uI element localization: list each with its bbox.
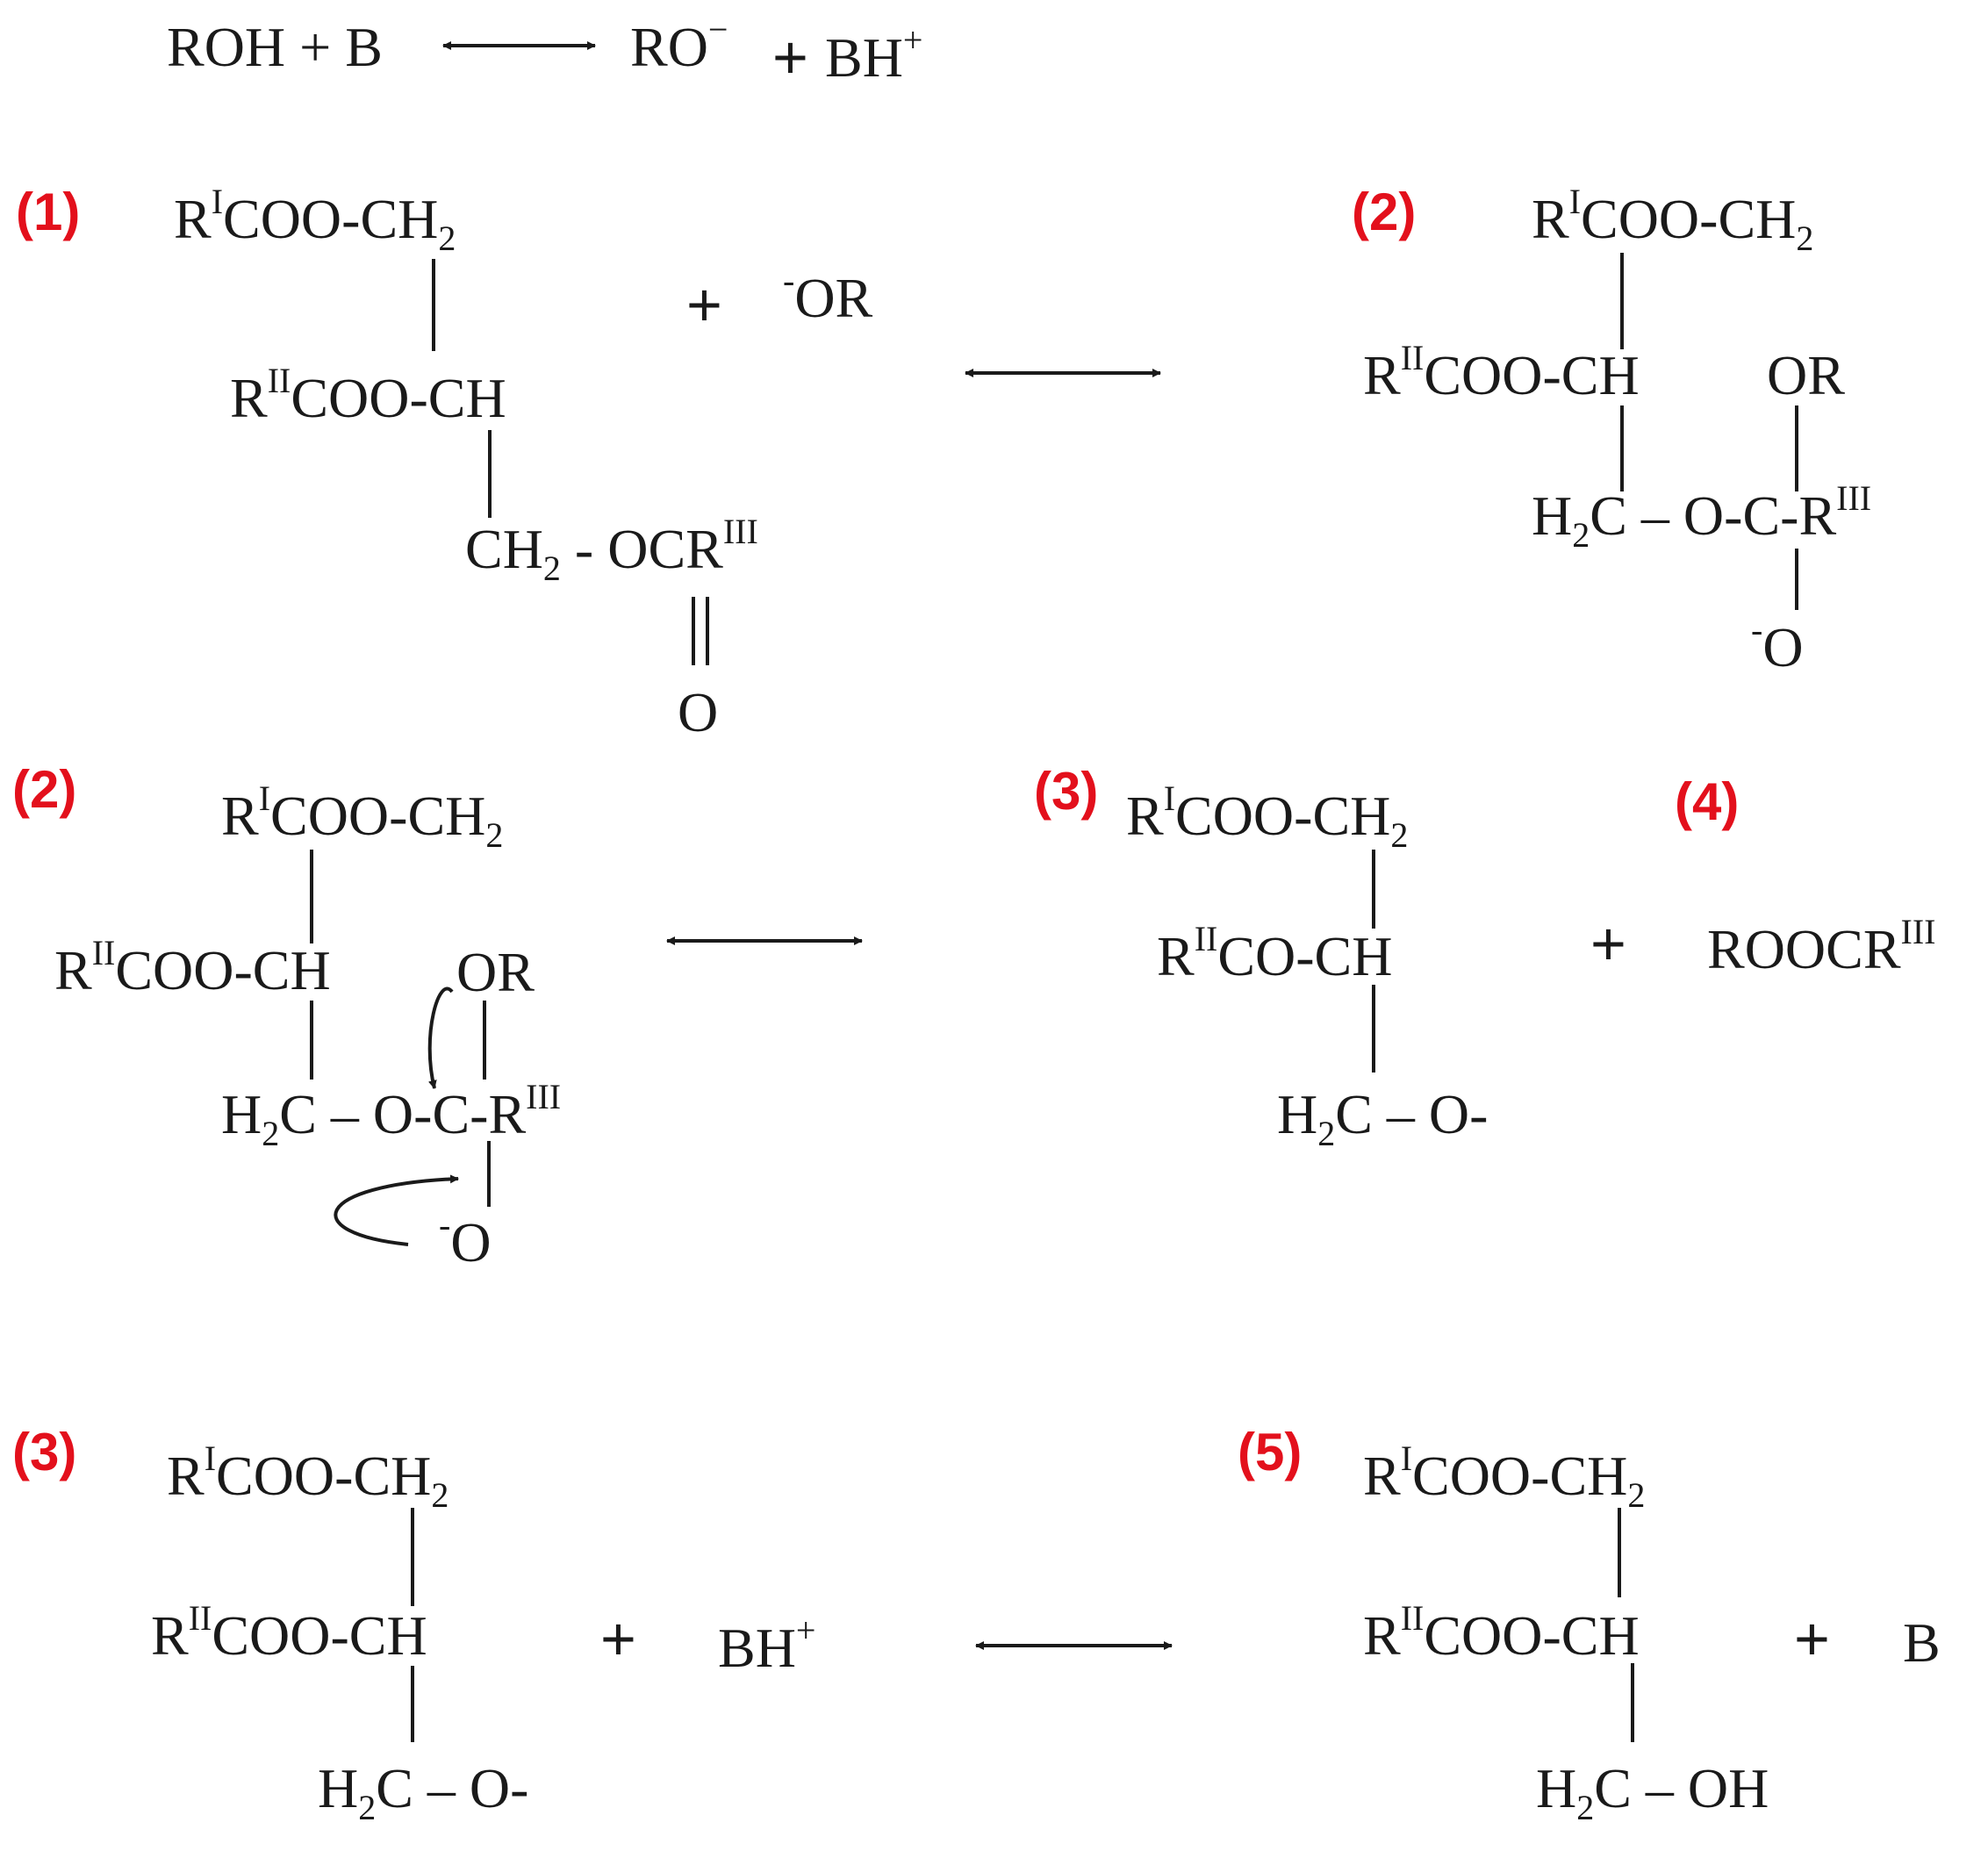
s2a-line3: H2C – O-C-RIII bbox=[1532, 478, 1872, 555]
label-2-top: (2) bbox=[1352, 183, 1417, 241]
s2a-oxide: -O bbox=[1751, 610, 1804, 678]
label-3-bottom: (3) bbox=[12, 1423, 77, 1481]
s2a-line2: RIICOO-CH bbox=[1363, 338, 1640, 406]
header-reactants: ROH + B bbox=[167, 16, 383, 78]
s1-carbonyl-o: O bbox=[678, 681, 719, 743]
s3b-line3: H2C – O- bbox=[318, 1757, 529, 1827]
label-4: (4) bbox=[1675, 772, 1740, 831]
s1-line3: CH2 - OCRIII bbox=[465, 512, 758, 588]
s3a-line3: H2C – O- bbox=[1277, 1083, 1489, 1153]
label-3-middle: (3) bbox=[1034, 762, 1099, 821]
label-1: (1) bbox=[16, 183, 81, 241]
curved-arrow bbox=[427, 986, 454, 1089]
s3a-line2: RIICO-CH bbox=[1157, 919, 1393, 987]
s2b-line3: H2C – O-C-RIII bbox=[221, 1077, 562, 1153]
s2a-line1: RICOO-CH2 bbox=[1532, 182, 1814, 258]
s3a-line1: RICOO-CH2 bbox=[1126, 778, 1409, 855]
header-alkoxide: RO− bbox=[630, 10, 728, 78]
s3b-line1: RICOO-CH2 bbox=[167, 1438, 449, 1515]
s1-line2: RIICOO-CH bbox=[230, 361, 506, 429]
s3b-plus: + bbox=[600, 1604, 636, 1673]
label-2-middle: (2) bbox=[12, 760, 77, 819]
s4-ester: ROOCRIII bbox=[1707, 912, 1936, 980]
s1-alkoxide: -OR bbox=[783, 261, 873, 329]
s5-base: B bbox=[1903, 1611, 1941, 1674]
s2a-or: OR bbox=[1767, 344, 1845, 406]
s2b-or: OR bbox=[456, 941, 535, 1003]
s1-line1: RICOO-CH2 bbox=[174, 182, 456, 258]
curved-arrow bbox=[334, 1174, 459, 1246]
s3a-plus: + bbox=[1590, 909, 1626, 978]
s5-line1: RICOO-CH2 bbox=[1363, 1438, 1646, 1515]
header-plus: + bbox=[772, 23, 808, 91]
header-acid: BH+ bbox=[825, 20, 923, 89]
s1-plus: + bbox=[686, 270, 722, 339]
s3b-line2: RIICOO-CH bbox=[151, 1598, 427, 1667]
s5-line3: H2C – OH bbox=[1536, 1757, 1769, 1827]
label-5: (5) bbox=[1238, 1423, 1303, 1481]
s3b-acid: BH+ bbox=[718, 1611, 816, 1679]
s2b-oxide: -O bbox=[439, 1205, 492, 1273]
s5-plus: + bbox=[1794, 1604, 1830, 1673]
s2b-line1: RICOO-CH2 bbox=[221, 778, 504, 855]
s5-line2: RIICOO-CH bbox=[1363, 1598, 1640, 1667]
s2b-line2: RIICOO-CH bbox=[54, 933, 331, 1001]
